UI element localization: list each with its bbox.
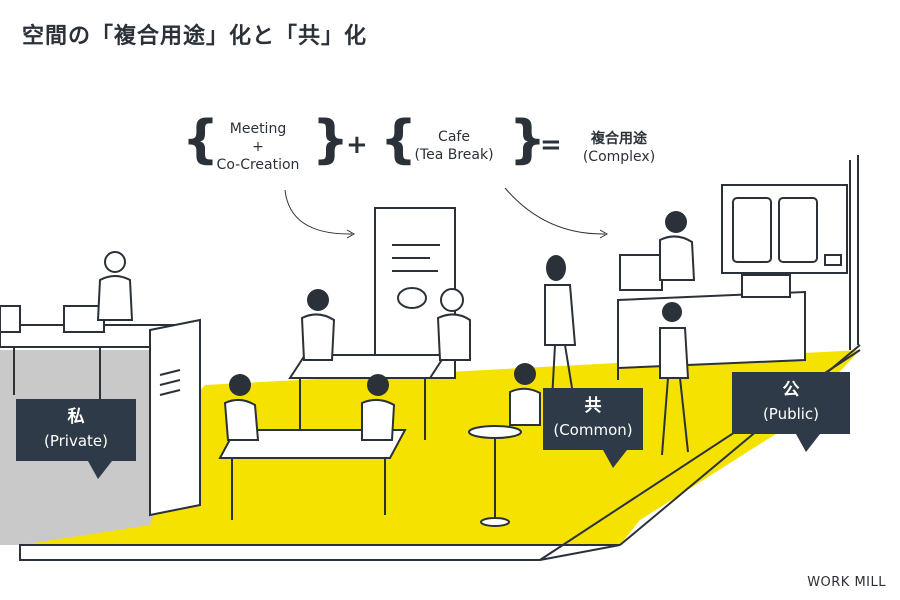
zone-public-ja: 公 [782,380,800,400]
person-head [307,289,329,311]
person-head [514,363,536,385]
right-brace-1: } [312,110,350,170]
page-title: 空間の「複合用途」化と「共」化 [22,24,368,49]
arrow-head-1 [346,229,356,239]
speech-doodle [397,287,427,309]
front-table [218,429,407,459]
person-head [440,288,464,312]
formula-term-meeting: Meeting + Co-Creation [200,120,316,174]
left-brace-1: { [182,110,220,170]
person-head [104,251,126,273]
formula-plus: + [346,130,368,160]
cafe-round-table [468,425,522,439]
zone-common-pointer [603,450,627,468]
common-floor [20,350,860,545]
zone-public-en: (Public) [762,405,820,423]
floor-edge [19,544,621,561]
person-body [96,275,134,321]
monitor [0,305,21,333]
right-brace-2: } [509,110,547,170]
arrow-to-whiteboard [284,189,353,235]
zone-private-en: (Private) [44,432,108,450]
zone-label-private: 私 (Private) [16,399,136,461]
person-head [665,211,687,233]
person-head [662,302,682,322]
coffee-cup-icon [824,254,842,266]
formula-term-cafe-line1: Cafe [438,129,470,145]
zone-public-pointer [796,434,820,452]
zone-private-pointer [88,461,112,479]
register [619,254,663,291]
formula-result-line2: (Complex) [582,149,656,165]
formula-term-meeting-line2: + [252,139,264,155]
zone-common-ja: 共 [584,396,602,416]
zone-label-public: 公 (Public) [732,372,850,434]
zone-private-ja: 私 [67,407,85,427]
formula-term-meeting-line1: Meeting [229,121,287,137]
left-brace-2: { [380,110,418,170]
person-head [546,255,566,281]
cafe-counter [617,290,806,370]
formula-result-line1: 複合用途 [591,131,647,147]
person-head [367,374,389,396]
person-head [229,374,251,396]
credit-logo: WORK MILL [807,575,886,590]
formula-result: 複合用途 (Complex) [564,130,674,166]
formula-term-cafe-line2: (Tea Break) [414,147,494,163]
formula-term-cafe: Cafe (Tea Break) [398,128,510,164]
arrow-head-2 [599,229,609,239]
arrow-to-cafe [504,187,606,235]
formula-equals: = [540,130,562,160]
zone-common-en: (Common) [553,421,633,439]
partition-panel [149,318,201,517]
formula-term-meeting-line3: Co-Creation [216,157,300,173]
coffee-machine [741,274,791,298]
zone-label-common: 共 (Common) [543,388,643,450]
